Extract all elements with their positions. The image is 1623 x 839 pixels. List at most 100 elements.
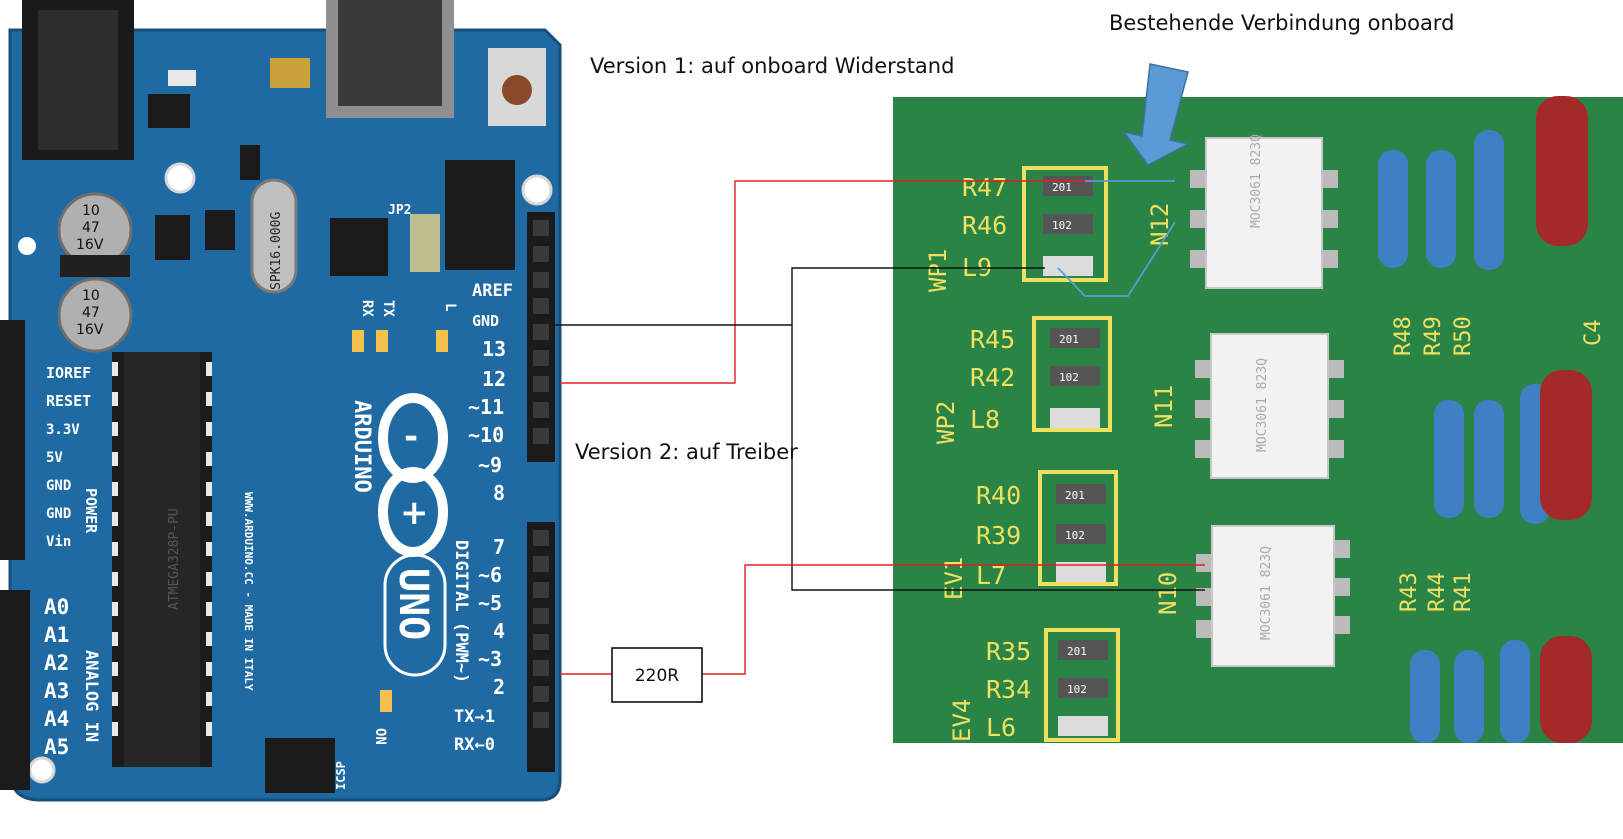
svg-text:AREF: AREF	[472, 281, 513, 301]
svg-text:102: 102	[1052, 219, 1072, 232]
svg-text:RX←0: RX←0	[454, 735, 495, 755]
brand-label: ARDUINO	[349, 400, 374, 493]
model-label: UNO	[390, 568, 436, 640]
svg-text:N10: N10	[1154, 572, 1182, 615]
version-2-label: Version 2: auf Treiber	[575, 440, 798, 464]
svg-text:13: 13	[482, 337, 506, 361]
svg-text:201: 201	[1065, 489, 1085, 502]
svg-text:~11: ~11	[468, 395, 504, 419]
power-section-label: POWER	[82, 488, 100, 534]
svg-text:GND: GND	[46, 506, 71, 522]
pcb-group-ev4: 201 102 R35 R34 L6 EV4	[948, 628, 1120, 742]
svg-text:R40: R40	[976, 481, 1021, 510]
svg-text:R35: R35	[986, 637, 1031, 666]
svg-text:220R: 220R	[635, 666, 679, 686]
pcb-group-wp2: 201 102 R45 R42 L8 WP2 N11	[932, 316, 1178, 444]
svg-text:R50: R50	[1451, 316, 1476, 356]
svg-text:N11: N11	[1150, 385, 1178, 428]
svg-text:Vin: Vin	[46, 534, 71, 550]
pcb-group-wp1: 201 102 R47 R46 L9 WP1 N12	[924, 166, 1174, 292]
wire-blue-onboard-2	[1057, 221, 1176, 297]
svg-text:A0: A0	[44, 595, 69, 619]
svg-text:~10: ~10	[468, 423, 504, 447]
arrow-icon	[1122, 63, 1191, 166]
svg-text:ICSP: ICSP	[334, 761, 348, 790]
svg-text:102: 102	[1067, 683, 1087, 696]
svg-text:ATMEGA328P-PU: ATMEGA328P-PU	[167, 508, 182, 610]
usb-chip	[330, 218, 388, 276]
svg-text:-: -	[404, 417, 418, 457]
svg-text:4: 4	[493, 619, 505, 643]
svg-text:47: 47	[82, 305, 100, 321]
svg-text:RESET: RESET	[46, 392, 91, 410]
optocoupler-n11: MOC3061 823Q	[1195, 333, 1344, 479]
icsp-header	[265, 738, 335, 793]
pcb-board: 201 102 R47 R46 L9 WP1 N12 201 102 R45 R…	[893, 96, 1623, 743]
optocoupler-n10: MOC3061 823Q	[1196, 525, 1350, 667]
svg-text:R46: R46	[962, 211, 1007, 240]
svg-text:+: +	[400, 493, 429, 533]
pcb-resistors	[1378, 96, 1592, 743]
analog-pin-labels: A0 A1 A2 A3 A4 A5	[44, 595, 69, 759]
svg-text:R41: R41	[1451, 572, 1476, 612]
svg-text:R43: R43	[1397, 572, 1422, 612]
svg-text:8: 8	[493, 481, 505, 505]
svg-text:R48: R48	[1391, 316, 1416, 356]
svg-text:10: 10	[82, 288, 100, 304]
svg-text:L7: L7	[976, 561, 1006, 590]
capacitor: 10 47 16V	[57, 192, 133, 277]
crystal	[250, 178, 298, 294]
svg-text:EV4: EV4	[948, 699, 976, 742]
wire-black-n10	[791, 325, 1205, 591]
svg-text:L8: L8	[970, 405, 1000, 434]
digital-section-label: DIGITAL (PWM~)	[451, 540, 471, 683]
svg-text:N12: N12	[1146, 203, 1174, 246]
resistor-220r: 220R	[611, 647, 703, 703]
capacitor: 10 47 16V	[57, 277, 133, 353]
svg-text:L6: L6	[986, 713, 1016, 742]
svg-text:TX→1: TX→1	[454, 707, 495, 727]
svg-text:R34: R34	[986, 675, 1031, 704]
svg-text:MOC3061 823Q: MOC3061 823Q	[1255, 358, 1270, 452]
power-pin-labels: IOREF RESET 3.3V 5V GND GND Vin	[46, 364, 91, 550]
svg-text:~9: ~9	[478, 453, 502, 477]
power-header	[0, 320, 25, 560]
svg-text:2: 2	[493, 675, 505, 699]
svg-text:201: 201	[1052, 181, 1072, 194]
wire-red-n10	[702, 564, 1205, 675]
svg-text:GND: GND	[46, 478, 71, 494]
svg-text:~6: ~6	[478, 563, 502, 587]
svg-text:A4: A4	[44, 707, 69, 731]
svg-text:12: 12	[482, 367, 506, 391]
svg-text:16V: 16V	[76, 322, 104, 338]
svg-text:~5: ~5	[478, 591, 502, 615]
svg-text:A1: A1	[44, 623, 69, 647]
svg-text:C4: C4	[1581, 320, 1606, 347]
svg-text:R42: R42	[970, 363, 1015, 392]
svg-text:WP2: WP2	[932, 401, 960, 444]
version-1-label: Version 1: auf onboard Widerstand	[590, 54, 955, 78]
arduino-board: 10 47 16V 10 47 16V SPK16.000G JP2 ATMEG…	[0, 0, 562, 802]
wire-black-l9	[791, 267, 1045, 325]
svg-text:R44: R44	[1425, 572, 1450, 612]
optocoupler-n12: MOC3061 823Q	[1190, 134, 1338, 289]
svg-text:47: 47	[82, 220, 100, 236]
existing-connection-label: Bestehende Verbindung onboard	[1109, 11, 1455, 35]
svg-text:7: 7	[493, 535, 505, 559]
wire-red-pin12	[560, 180, 1090, 384]
svg-text:201: 201	[1059, 333, 1079, 346]
analog-header	[0, 590, 30, 790]
svg-text:WP1: WP1	[924, 249, 952, 292]
digital-pin-labels: AREF GND 13 12 ~11 ~10 ~9 8 7 ~6 ~5 4 ~3…	[454, 281, 513, 755]
svg-text:GND: GND	[472, 312, 499, 330]
svg-text:IOREF: IOREF	[46, 364, 91, 382]
svg-text:EV1: EV1	[940, 557, 968, 600]
svg-text:R49: R49	[1421, 316, 1446, 356]
svg-text:5V: 5V	[46, 450, 63, 466]
svg-text:MOC3061 823Q: MOC3061 823Q	[1259, 546, 1274, 640]
svg-text:TX: TX	[380, 300, 396, 317]
svg-text:102: 102	[1065, 529, 1085, 542]
wires	[555, 180, 1205, 675]
svg-text:~3: ~3	[478, 647, 502, 671]
svg-text:16V: 16V	[76, 237, 104, 253]
